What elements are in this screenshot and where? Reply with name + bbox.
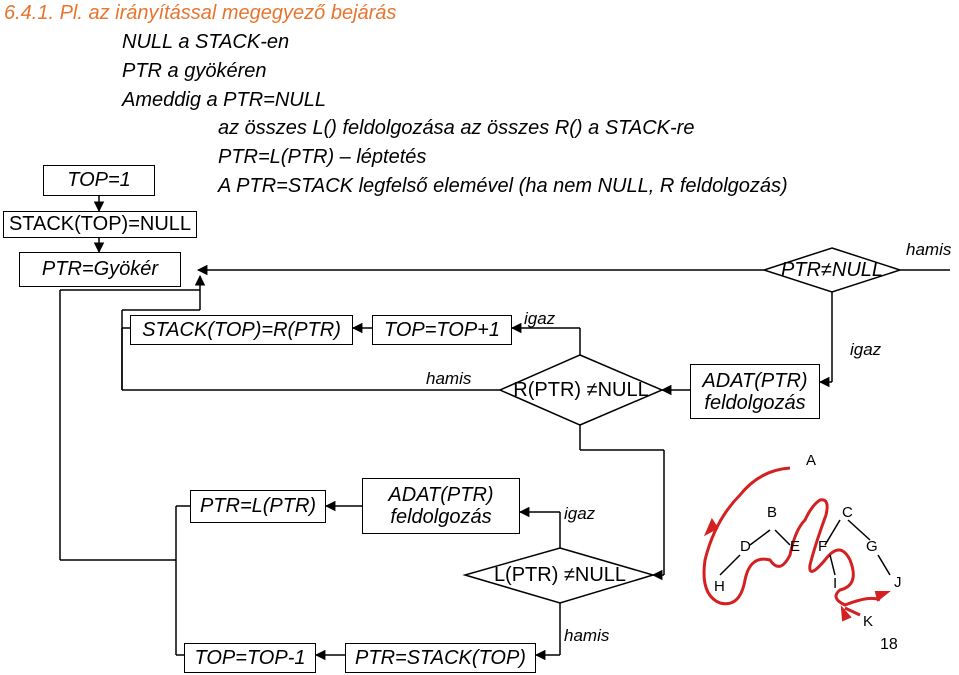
- header-line-loop: Ameddig a PTR=NULL: [122, 89, 326, 111]
- process-data-box-2: ADAT(PTR) feldolgozás: [362, 478, 520, 534]
- header-subline-left: az összes L() feldolgozása az összes R()…: [218, 117, 695, 139]
- decision-l-not-null: [462, 547, 656, 604]
- tree-node-e: E: [790, 538, 801, 555]
- process-data-1-line2: feldolgozás: [704, 391, 806, 414]
- header-subline-pop: A PTR=STACK legfelső elemével (ha nem NU…: [218, 175, 788, 197]
- stack-push-box: STACK(TOP)=R(PTR): [130, 315, 353, 345]
- tree-node-a: A: [806, 452, 817, 469]
- page-number: 18: [880, 636, 898, 653]
- label-ptr-true: igaz: [850, 340, 882, 359]
- cond-l-text: L(PTR) ≠NULL: [493, 564, 627, 586]
- tree-node-b: B: [767, 504, 778, 521]
- top-inc-box: TOP=TOP+1: [372, 315, 512, 345]
- top-init-box: TOP=1: [43, 165, 155, 196]
- tree-node-c: C: [842, 504, 853, 521]
- ptr-left-box: PTR=L(PTR): [190, 490, 326, 523]
- header-subline-step: PTR=L(PTR) – léptetés: [218, 146, 427, 168]
- tree-node-d: D: [740, 538, 751, 555]
- tree-node-i: I: [833, 575, 838, 592]
- tree-node-g: G: [866, 538, 878, 555]
- stack-init-box: STACK(TOP)=NULL: [3, 211, 197, 238]
- ptr-root-box: PTR=Gyökér: [19, 252, 181, 287]
- tree-node-j: J: [894, 574, 902, 591]
- label-r-false: hamis: [426, 369, 472, 388]
- process-data-2-line1: ADAT(PTR): [388, 484, 494, 506]
- header-line-stack: NULL a STACK-en: [122, 31, 290, 53]
- process-data-1-line1: ADAT(PTR): [702, 369, 808, 392]
- label-r-true: igaz: [524, 309, 556, 328]
- top-dec-box: TOP=TOP-1: [184, 643, 316, 673]
- decision-r-not-null: [498, 354, 664, 426]
- header-line-ptr: PTR a gyökéren: [122, 60, 267, 82]
- process-data-2-line2: feldolgozás: [390, 506, 492, 528]
- decision-ptr-not-null: [761, 247, 903, 293]
- tree-node-k: K: [863, 613, 874, 630]
- label-ptr-false: hamis: [906, 240, 952, 259]
- tree-node-h: H: [714, 578, 725, 595]
- label-l-false: hamis: [564, 626, 610, 645]
- process-data-box-1: ADAT(PTR) feldolgozás: [690, 364, 820, 419]
- cond-ptr-text: PTR≠NULL: [780, 259, 884, 281]
- tree-node-f: F: [818, 538, 828, 555]
- ptr-pop-box: PTR=STACK(TOP): [345, 643, 536, 673]
- page-title: 6.4.1. Pl. az irányítással megegyező bej…: [4, 2, 397, 24]
- cond-r-text: R(PTR) ≠NULL: [513, 379, 649, 401]
- label-l-true: igaz: [564, 504, 596, 523]
- traversal-path: [702, 466, 881, 617]
